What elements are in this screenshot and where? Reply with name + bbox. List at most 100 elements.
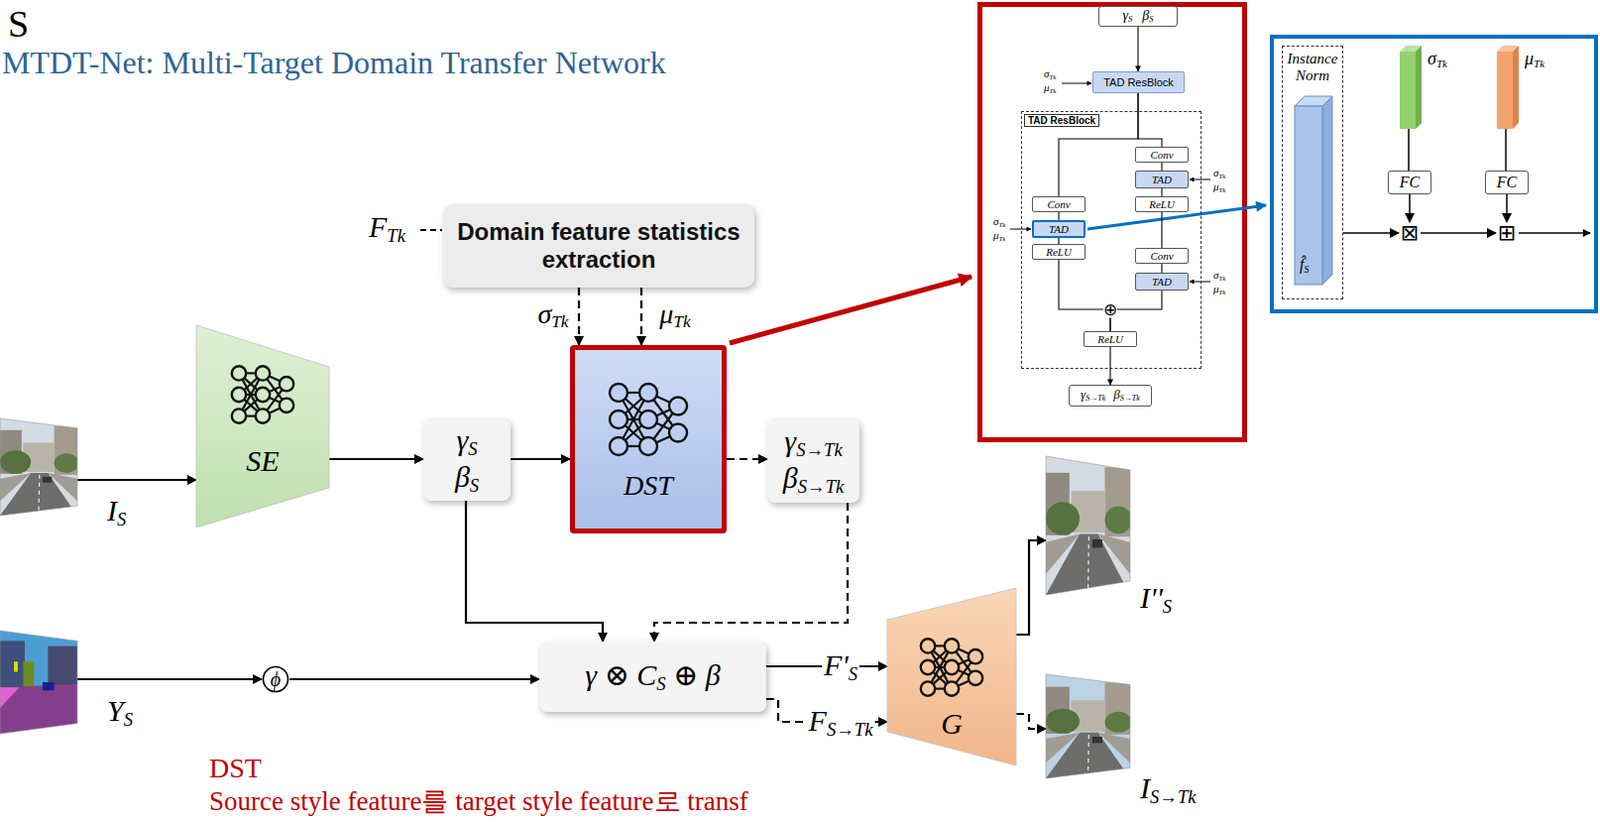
photo-part bbox=[0, 640, 25, 687]
bar-side bbox=[1512, 45, 1519, 129]
note-text: DST bbox=[209, 753, 262, 785]
subscript: S bbox=[123, 708, 133, 730]
subscript: S bbox=[656, 673, 666, 694]
node-text: TAD bbox=[1048, 223, 1069, 235]
connector bbox=[1138, 93, 1162, 147]
layer-box: ReLU bbox=[1031, 243, 1086, 260]
photo-part bbox=[1092, 539, 1103, 548]
shape bbox=[1399, 45, 1422, 129]
photo-part bbox=[1105, 505, 1133, 534]
node-text: SE bbox=[245, 444, 279, 477]
photo-part bbox=[47, 646, 78, 688]
connector bbox=[577, 287, 580, 345]
photo bbox=[1045, 456, 1133, 595]
photo bbox=[0, 418, 80, 516]
photo-part bbox=[42, 476, 52, 483]
node-text: βS→Tk bbox=[783, 460, 844, 498]
photo-part bbox=[1105, 711, 1133, 733]
network-node bbox=[279, 398, 294, 413]
operator-circle: ϕ bbox=[261, 665, 290, 693]
photo bbox=[1045, 674, 1133, 779]
network-node bbox=[920, 660, 935, 675]
node-text: σTk bbox=[1427, 49, 1448, 70]
node-text: G bbox=[940, 706, 963, 740]
network-node bbox=[255, 365, 270, 380]
network-node bbox=[255, 387, 270, 402]
photo-part bbox=[0, 684, 78, 734]
edge-label: σTk bbox=[535, 299, 571, 333]
subscript: Tk bbox=[1218, 274, 1226, 282]
photo-part bbox=[1098, 533, 1131, 574]
signal-label: σTk bbox=[993, 215, 1006, 229]
network-node bbox=[968, 649, 983, 664]
page-title: MTDT-Net: Multi-Target Domain Transfer N… bbox=[1, 45, 667, 81]
network-node bbox=[279, 376, 294, 391]
node-text: I''S bbox=[1140, 580, 1172, 618]
output-arrow bbox=[1518, 231, 1591, 234]
photo-outline bbox=[0, 630, 78, 734]
shape bbox=[574, 349, 722, 529]
slab-side bbox=[1322, 96, 1333, 285]
network-icon bbox=[609, 383, 687, 456]
signal-label: S bbox=[7, 3, 29, 46]
shape bbox=[0, 418, 78, 516]
signal-label: σTk bbox=[1213, 268, 1226, 282]
shape bbox=[1496, 45, 1519, 129]
layer-box: TAD bbox=[1135, 272, 1189, 291]
node-text: ReLU bbox=[1097, 333, 1124, 345]
network-node bbox=[920, 638, 935, 653]
node-text: μTk bbox=[1524, 49, 1545, 70]
connector bbox=[329, 457, 424, 460]
photo-part bbox=[0, 472, 31, 501]
note-text: Source style feature를 target style featu… bbox=[209, 787, 749, 817]
node-text: γS bbox=[456, 423, 477, 460]
network-node bbox=[609, 437, 628, 456]
photo-part bbox=[1087, 536, 1090, 595]
circle-shape bbox=[263, 667, 289, 692]
input-arrow bbox=[1189, 179, 1211, 181]
process-box: Domain feature statistics extraction bbox=[443, 204, 755, 288]
feature-box: γSβS bbox=[423, 418, 511, 501]
photo-part bbox=[13, 661, 18, 672]
sum-symbol: ⊕ bbox=[1103, 301, 1118, 319]
zoom-arrow bbox=[729, 276, 972, 343]
subscript: Tk bbox=[1533, 57, 1545, 70]
node-text: Conv bbox=[1046, 198, 1070, 211]
encoder-block: SE bbox=[196, 325, 330, 528]
connector bbox=[1137, 26, 1139, 72]
photo-part bbox=[54, 453, 80, 473]
trapezoid-shape bbox=[196, 325, 330, 528]
subscript: Tk bbox=[1436, 57, 1448, 70]
operator-symbol: ⊠ bbox=[1398, 222, 1421, 244]
subscript: S bbox=[1148, 13, 1153, 24]
photo-image: IS→Tk bbox=[1045, 674, 1131, 779]
photo-part bbox=[1087, 734, 1090, 779]
network-icon bbox=[231, 365, 294, 424]
photo-image: YS bbox=[0, 630, 78, 734]
connector bbox=[1016, 540, 1046, 635]
photo-part bbox=[1045, 732, 1080, 763]
slab-front bbox=[1294, 106, 1323, 285]
network-node bbox=[255, 408, 270, 423]
photo-outline bbox=[0, 418, 78, 516]
subscript: Tk bbox=[386, 225, 406, 246]
network-node bbox=[968, 671, 983, 686]
connector bbox=[1160, 188, 1162, 197]
subscript: S bbox=[1162, 595, 1172, 617]
network-node bbox=[920, 681, 935, 695]
photo-part bbox=[1045, 732, 1131, 779]
subscript: Tk bbox=[551, 312, 569, 332]
subscript: S bbox=[848, 663, 858, 685]
network-node bbox=[639, 410, 658, 429]
shape bbox=[1045, 456, 1131, 595]
photo-part bbox=[0, 686, 20, 708]
photo-part bbox=[0, 450, 31, 474]
node-text: γS→Tk bbox=[1080, 387, 1106, 404]
signal-label: σTk bbox=[1213, 166, 1226, 180]
node-text: Domain feature statistics extraction bbox=[455, 218, 743, 273]
resblock-group: ConvTADReLUConvTADReLUConvTADReLUTAD Res… bbox=[1021, 111, 1202, 369]
photo-image: I''S bbox=[1045, 456, 1131, 595]
subscript: S bbox=[1128, 13, 1133, 24]
zoom-frame bbox=[980, 4, 1246, 441]
